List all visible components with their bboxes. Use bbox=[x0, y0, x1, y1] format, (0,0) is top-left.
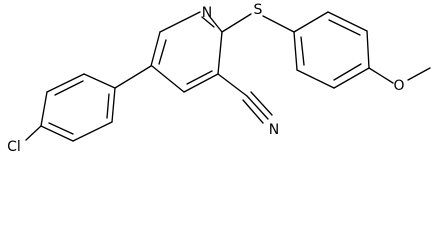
chlorine-label: Cl bbox=[7, 139, 21, 155]
chlorophenyl-ring bbox=[40, 73, 116, 142]
chloro-bond bbox=[25, 125, 42, 141]
oxygen-label: O bbox=[393, 78, 404, 94]
pyridine-ring bbox=[150, 11, 223, 93]
sulfur-label: S bbox=[254, 2, 263, 18]
thioether-bond-right bbox=[262, 15, 295, 33]
chemical-structure: N S Cl O N bbox=[7, 2, 431, 155]
methoxyphenyl-ring bbox=[293, 11, 370, 89]
ring-nitrogen-label: N bbox=[202, 5, 212, 21]
aryl-link-bond bbox=[114, 65, 152, 89]
thioether-bond-left bbox=[221, 13, 252, 33]
nitrile-group bbox=[217, 73, 273, 124]
methoxy-group bbox=[368, 67, 431, 84]
nitrile-nitrogen-label: N bbox=[269, 122, 279, 138]
